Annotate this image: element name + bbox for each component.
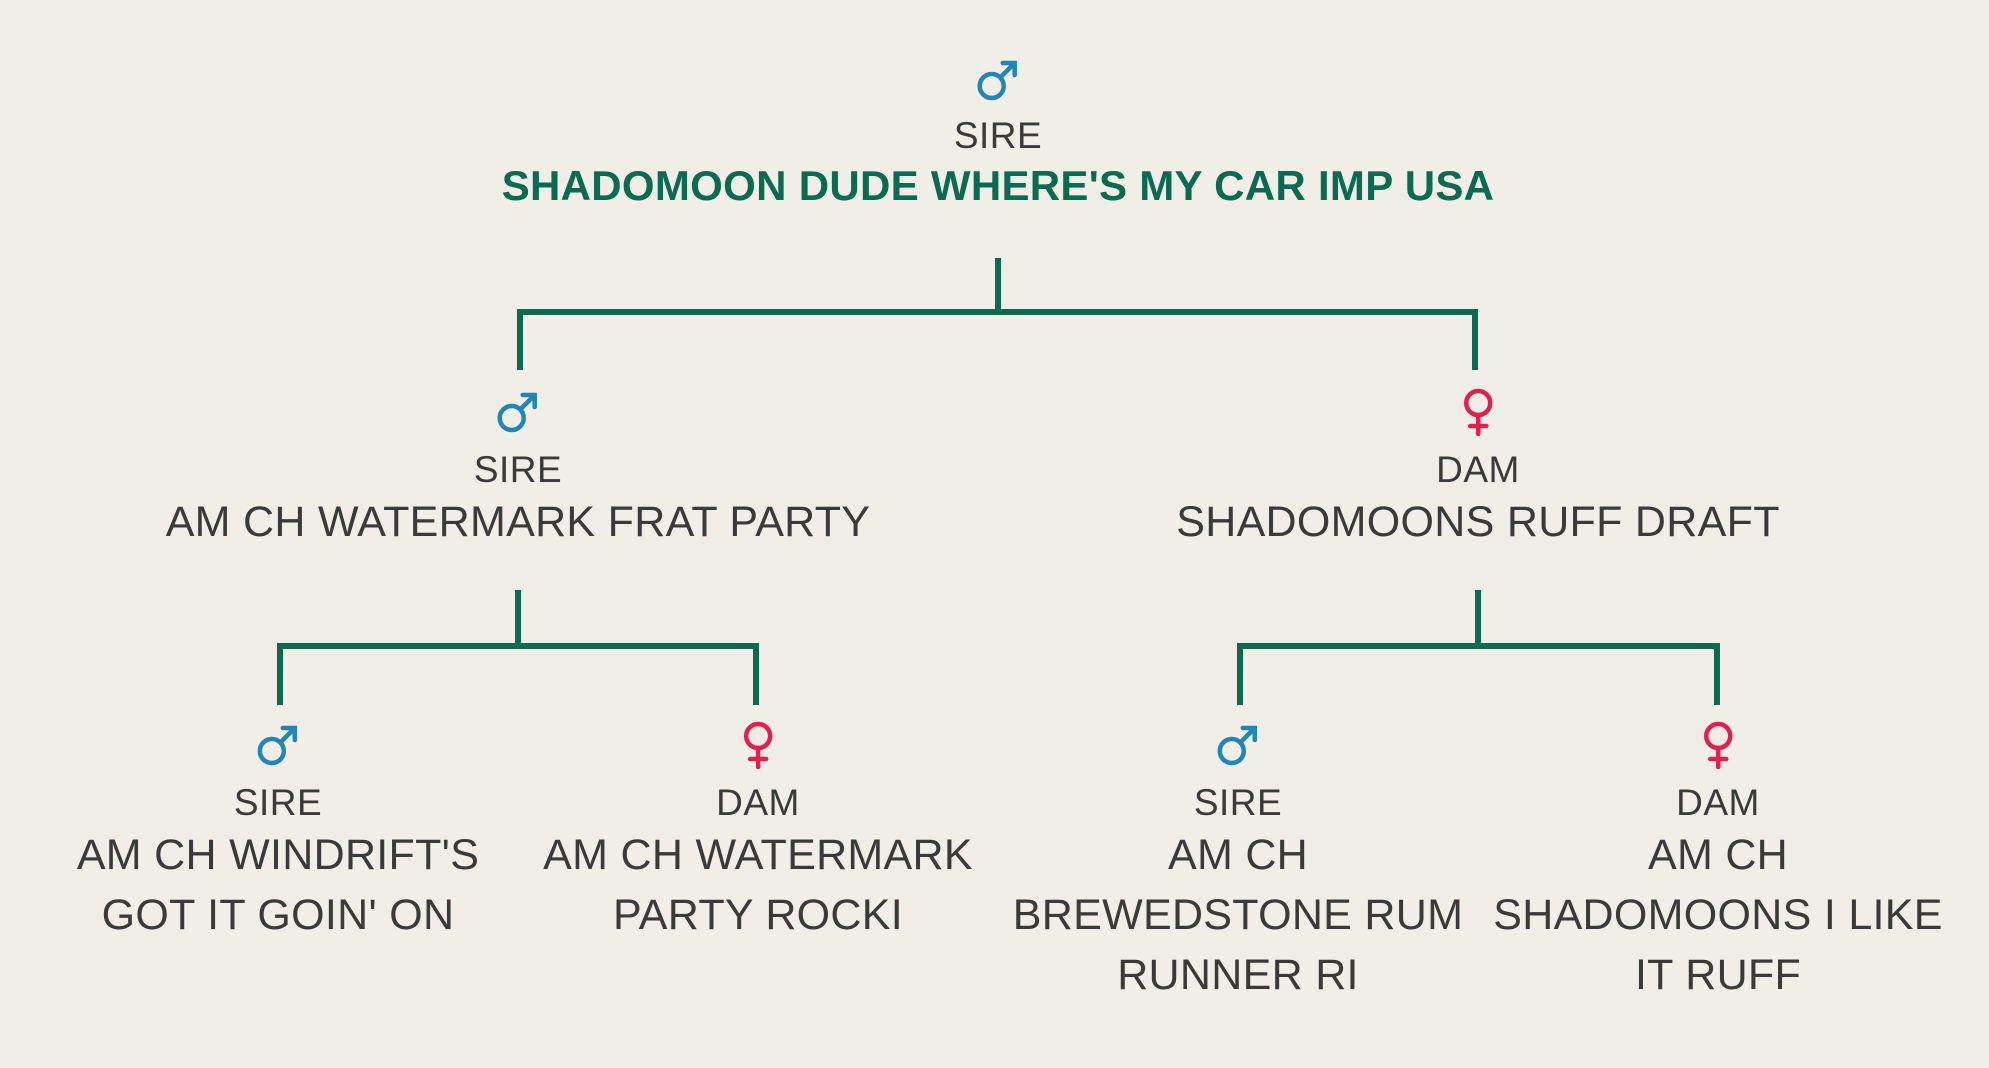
sire-dam-name-line-1: AM CH WATERMARK [543, 831, 973, 879]
sire-name: AM CH WATERMARK FRAT PARTY [165, 498, 871, 546]
sire-sire-name-line-1: AM CH WINDRIFT'S [76, 831, 480, 879]
dam-sire-node: SIRE AM CH BREWEDSTONE RUM RUNNER RI [1013, 723, 1463, 1005]
root-node: SIRE SHADOMOON DUDE WHERE'S MY CAR IMP U… [502, 58, 1495, 214]
female-icon [743, 721, 773, 769]
sire-sire-node: SIRE AM CH WINDRIFT'S GOT IT GOIN' ON [77, 723, 479, 945]
dam-dam-name-line-3: IT RUFF [1634, 951, 1802, 999]
dam-name: SHADOMOONS RUFF DRAFT [1176, 498, 1780, 546]
root-connector [517, 258, 1478, 370]
sire-node: SIRE AM CH WATERMARK FRAT PARTY [166, 390, 871, 552]
dam-sire-name-line-3: RUNNER RI [1117, 951, 1359, 999]
root-role: SIRE [953, 115, 1043, 156]
male-icon [257, 725, 298, 766]
dam-role: DAM [1436, 449, 1520, 490]
dam-sire-name-line-2: BREWEDSTONE RUM [1012, 891, 1464, 939]
sire-sire-name-line-2: GOT IT GOIN' ON [101, 891, 455, 939]
dam-dam-name-line-2: SHADOMOONS I LIKE [1493, 891, 1943, 939]
male-icon [1217, 725, 1258, 766]
dam-node: DAM SHADOMOONS RUFF DRAFT [1176, 388, 1780, 552]
sire-dam-name-line-2: PARTY ROCKI [612, 891, 904, 939]
dam-dam-node: DAM AM CH SHADOMOONS I LIKE IT RUFF [1493, 721, 1943, 1005]
sire-dam-node: DAM AM CH WATERMARK PARTY ROCKI [543, 721, 973, 945]
dam-dam-name-line-1: AM CH [1647, 831, 1789, 879]
male-icon [497, 392, 538, 433]
root-name: SHADOMOON DUDE WHERE'S MY CAR IMP USA [501, 162, 1495, 209]
dam-sire-role: SIRE [1193, 782, 1283, 823]
sire-connector [277, 590, 759, 705]
male-icon [977, 60, 1018, 101]
sire-sire-role: SIRE [233, 782, 323, 823]
dam-connector [1237, 590, 1720, 705]
female-icon [1703, 721, 1733, 769]
dam-dam-role: DAM [1676, 782, 1760, 823]
sire-role: SIRE [473, 449, 563, 490]
female-icon [1463, 388, 1493, 436]
sire-dam-role: DAM [716, 782, 800, 823]
dam-sire-name-line-1: AM CH [1167, 831, 1309, 879]
